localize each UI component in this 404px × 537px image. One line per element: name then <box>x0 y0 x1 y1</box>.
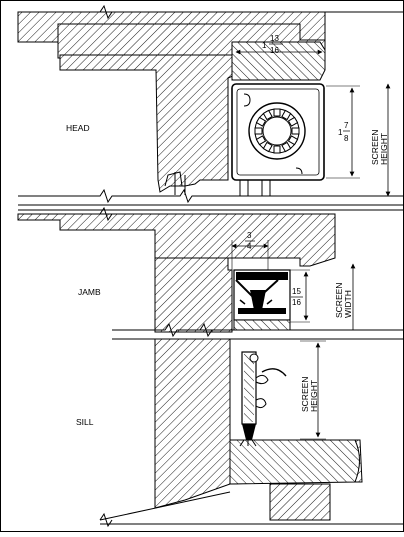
jamb-depth-dimension: 15 16 <box>290 269 310 323</box>
jamb-section <box>17 206 404 340</box>
head-screen-label-2: HEIGHT <box>379 133 389 165</box>
sill-nose <box>229 439 360 485</box>
sill-label: SILL <box>76 417 94 427</box>
screen-channel <box>233 269 291 321</box>
jamb-width-num: 3 <box>247 231 252 240</box>
roller-tooth <box>254 127 263 135</box>
head-height-den: 8 <box>344 134 349 143</box>
head-width-den: 16 <box>270 46 279 55</box>
jamb-screen-label-2: WIDTH <box>343 290 353 318</box>
sill-screen-label-2: HEIGHT <box>309 380 319 412</box>
jamb-label: JAMB <box>78 287 101 297</box>
head-width-dimension: 1 13 16 <box>235 34 323 55</box>
sill-section <box>99 338 404 528</box>
head-glass-line <box>18 188 404 204</box>
head-screen-label-1: SCREEN <box>370 130 380 165</box>
roller-tooth <box>273 145 281 154</box>
sill-screen-height-callout: SCREEN HEIGHT <box>300 340 326 440</box>
jamb-width-dimension: 3 4 <box>231 231 269 270</box>
sill-lower-block <box>269 483 331 521</box>
roller-tooth <box>287 116 299 127</box>
jamb-screen-width-callout: SCREEN WIDTH <box>334 263 356 330</box>
sill-screen-rail <box>239 351 287 447</box>
jamb-casing <box>154 257 233 333</box>
head-width-whole: 1 <box>262 41 267 50</box>
head-width-num: 13 <box>270 34 279 43</box>
roller-tooth <box>255 116 267 127</box>
roller-tooth <box>287 135 299 146</box>
head-label: HEAD <box>66 123 90 133</box>
head-height-num: 7 <box>344 121 349 130</box>
jamb-glass-line <box>112 322 404 338</box>
jamb-width-den: 4 <box>247 242 252 251</box>
roller-tooth <box>281 109 292 121</box>
roller-tooth <box>262 141 273 153</box>
head-height-whole: 1 <box>338 128 343 137</box>
roller-tooth <box>281 141 292 153</box>
jamb-depth-den: 16 <box>292 298 301 307</box>
roller-tube <box>248 102 306 160</box>
roller-tooth <box>262 109 273 121</box>
roller-tooth <box>255 135 267 146</box>
jamb-screen-label-1: SCREEN <box>334 283 344 318</box>
roller-tooth <box>273 108 281 117</box>
jamb-depth-num: 15 <box>292 287 301 296</box>
roller-tooth <box>291 127 300 135</box>
head-section <box>17 4 404 206</box>
head-screen-height-callout: SCREEN HEIGHT <box>370 83 391 197</box>
head-height-dimension: 1 7 8 <box>326 85 360 179</box>
sill-screen-label-1: SCREEN <box>300 377 310 412</box>
